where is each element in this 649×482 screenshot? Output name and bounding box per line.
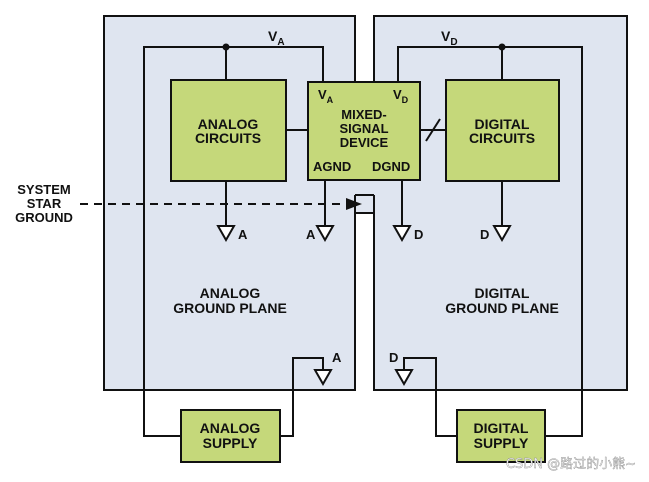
ground-label-device-agnd: A: [306, 227, 316, 242]
va-junction-dot: [222, 43, 230, 51]
device-label-1: MIXED-: [341, 107, 387, 122]
analog-supply-label-2: SUPPLY: [203, 435, 258, 451]
vd-junction-dot: [498, 43, 506, 51]
digital-supply-label-1: DIGITAL: [474, 420, 529, 436]
digital-supply-block: [456, 409, 546, 463]
watermark: CSDN @路过的小熊~: [506, 456, 636, 472]
ground-label-analog-supply: A: [332, 350, 342, 365]
device-vd-pin-label: VD: [393, 87, 409, 105]
device-agnd-pin-label: AGND: [313, 159, 351, 174]
digital-plane-label-2: GROUND PLANE: [445, 300, 559, 316]
digital-circuits-label-2: CIRCUITS: [469, 130, 535, 146]
mixed-signal-device-block: [307, 81, 421, 181]
analog-circuits-label-2: CIRCUITS: [195, 130, 261, 146]
ground-icon: [216, 225, 236, 243]
ground-icon: [492, 225, 512, 243]
ground-plane-bridge: [353, 181, 377, 195]
digital-circuits-block: [445, 79, 560, 182]
device-label-2: SIGNAL: [339, 121, 388, 136]
digital-plane-label-1: DIGITAL: [475, 285, 530, 301]
device-label-3: DEVICE: [340, 135, 389, 150]
vd-rail-label: VD: [441, 28, 458, 48]
wiring: [143, 46, 583, 437]
ground-label-analog-circuits: A: [238, 227, 248, 242]
ground-label-digital-supply: D: [389, 350, 398, 365]
device-dgnd-pin-label: DGND: [372, 159, 410, 174]
star-ground-arrow-head: [346, 198, 362, 210]
digital-circuits-label-1: DIGITAL: [475, 116, 530, 132]
ground-label-digital-circuits: D: [480, 227, 489, 242]
ground-label-device-dgnd: D: [414, 227, 423, 242]
star-ground-label-2: STAR: [27, 196, 62, 211]
ground-icon: [394, 369, 414, 387]
star-ground-label-3: GROUND: [15, 210, 73, 225]
star-ground-label-1: SYSTEM: [17, 182, 70, 197]
analog-ground-plane: [103, 15, 356, 391]
analog-plane-label-1: ANALOG: [200, 285, 261, 301]
digital-ground-plane: [373, 15, 628, 391]
ground-icon: [315, 225, 335, 243]
ground-icon: [313, 369, 333, 387]
analog-supply-label-1: ANALOG: [200, 420, 261, 436]
va-rail-label: VA: [268, 28, 285, 48]
ground-icons: [216, 225, 512, 387]
ground-icon: [392, 225, 412, 243]
analog-circuits-block: [170, 79, 287, 182]
analog-supply-block: [180, 409, 281, 463]
analog-circuits-label-1: ANALOG: [198, 116, 259, 132]
digital-supply-label-2: SUPPLY: [474, 435, 529, 451]
analog-plane-label-2: GROUND PLANE: [173, 300, 287, 316]
device-va-pin-label: VA: [318, 87, 334, 105]
